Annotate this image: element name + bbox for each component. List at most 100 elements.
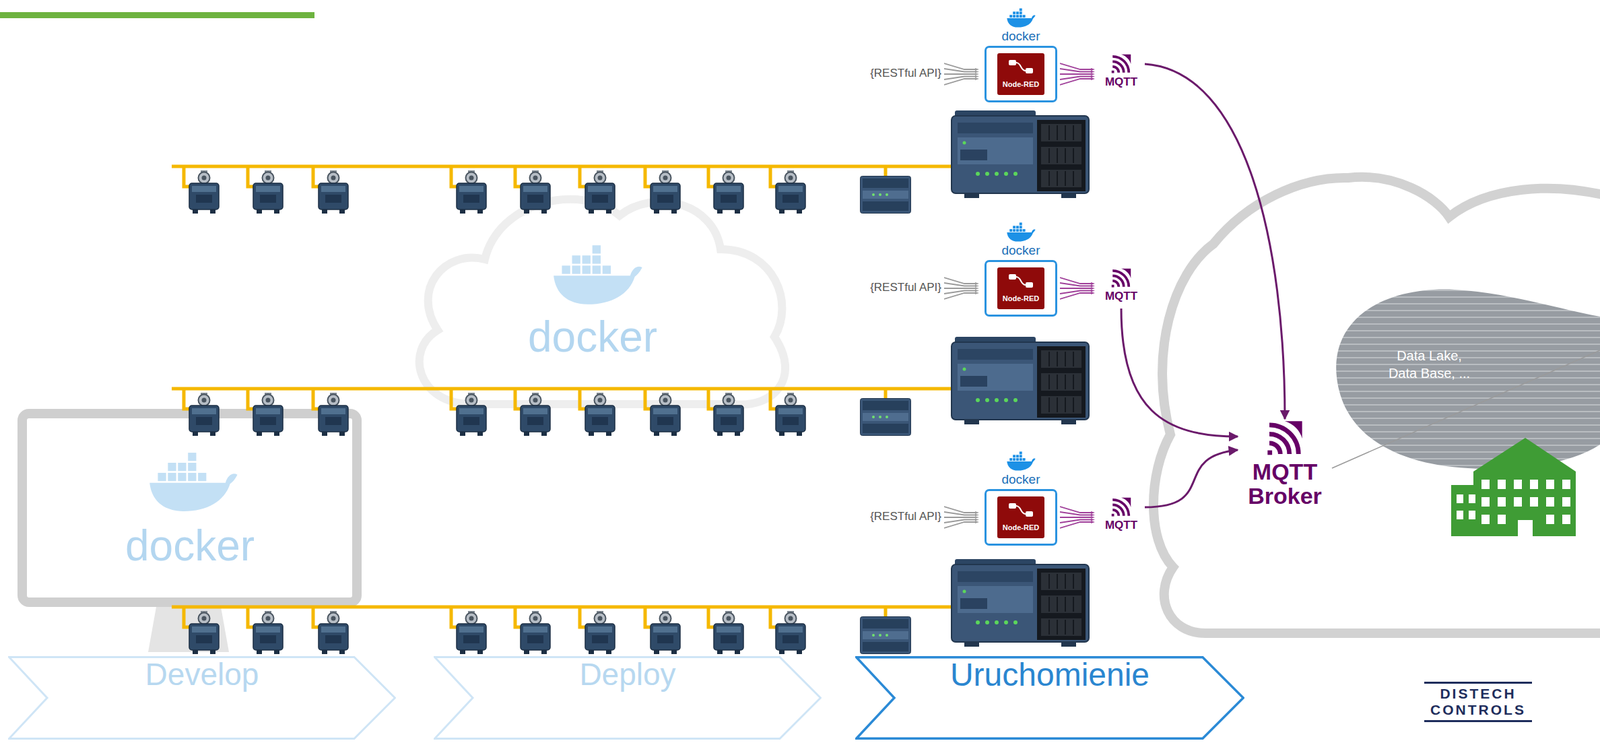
vav-controllers: [318, 610, 349, 654]
building-icon: [1513, 479, 1522, 489]
vav-controllers: [650, 170, 681, 214]
watermark-text: docker: [68, 519, 312, 572]
building-icon: [1481, 514, 1490, 524]
vav-controllers: [189, 610, 219, 654]
docker-whale-icon: [1006, 222, 1036, 242]
data-lake-label: Data Lake, Data Base, ...: [1387, 346, 1472, 382]
building-icon: [1562, 479, 1571, 489]
docker-container: dockerNode-RED: [984, 5, 1058, 103]
stage-chevron: Deploy: [433, 655, 822, 740]
monitor-watermark: [22, 413, 357, 652]
docker-whale-icon: [1006, 221, 1036, 243]
mqtt-icon: [1111, 53, 1132, 75]
node-red-label: Node-RED: [1002, 293, 1040, 304]
node-red-label: Node-RED: [1002, 522, 1040, 532]
building-icon: [1497, 496, 1506, 507]
watermark-text: docker: [471, 311, 714, 363]
container-heading: docker: [1001, 243, 1040, 258]
building-icon: [1481, 496, 1490, 507]
node-red-flow-icon: [1016, 276, 1026, 285]
building-icon: [1517, 519, 1533, 537]
logo-text: DISTECH CONTROLS: [1424, 681, 1532, 722]
node-red-flow-icon: [1016, 505, 1026, 514]
main-controllers: [951, 110, 1089, 198]
vav-controllers: [318, 392, 349, 436]
node-red-flow-icon: [1008, 503, 1017, 509]
vav-controllers: [585, 392, 615, 436]
field-bus: [171, 388, 951, 409]
field-bus: [171, 606, 951, 627]
node-red-flow-icon: [1025, 68, 1033, 74]
node-red-box: Node-RED: [997, 267, 1045, 310]
vav-controllers: [318, 170, 349, 214]
building-icon: [1562, 514, 1571, 524]
building-icon: [1456, 479, 1571, 537]
docker-cloud-watermark: [419, 199, 786, 405]
cloud-outline: [1153, 177, 1600, 633]
mqtt-label: MQTT: [1105, 289, 1138, 304]
mqtt-icon: [1111, 54, 1132, 74]
vav-controllers: [713, 170, 744, 214]
stage-label: Deploy: [579, 655, 676, 740]
docker-whale-icon: [1006, 8, 1036, 27]
building-icon: [1546, 514, 1555, 524]
mqtt-label: MQTT: [1105, 518, 1138, 532]
node-red-box: Node-RED: [997, 496, 1045, 539]
vav-controllers: [189, 170, 806, 654]
vav-controllers: [520, 170, 551, 214]
mqtt-client: MQTT: [1097, 496, 1145, 538]
node-red-flow-icon: [1025, 511, 1033, 517]
building-icon: [1456, 494, 1464, 504]
main-controllers: [951, 336, 1089, 425]
stage-chevron: Uruchomienie: [855, 655, 1245, 740]
stage-label: Uruchomienie: [950, 655, 1150, 740]
accent-bar: [0, 12, 315, 19]
monitor-watermark: [149, 452, 238, 512]
mqtt-icon: [1111, 496, 1132, 518]
api-label: {RESTful API}: [841, 66, 942, 81]
mqtt-broker-icon: [1267, 420, 1302, 455]
vav-controllers: [775, 170, 806, 214]
broker-label: MQTT Broker: [1237, 459, 1332, 508]
building-icon: [1529, 496, 1539, 507]
node-red-flow-icon: [1008, 274, 1017, 280]
docker-container: dockerNode-RED: [984, 448, 1058, 546]
node-red-flow-icon: [1007, 501, 1035, 518]
mqtt-client: MQTT: [1097, 53, 1145, 95]
building-icon: [1451, 484, 1482, 537]
mqtt-broker-icon: [1266, 420, 1304, 457]
rest-fan-arrows: [944, 277, 980, 299]
mqtt-fan-arrows: [1059, 63, 1095, 85]
vav-controllers: [456, 170, 487, 214]
io-modules: [860, 176, 912, 214]
vav-controllers: [650, 610, 681, 654]
mqtt-icon: [1111, 497, 1132, 517]
mqtt-connector: [1144, 63, 1285, 419]
docker-whale-icon: [1006, 7, 1036, 29]
vav-controllers: [253, 610, 283, 654]
vav-controllers: [713, 610, 744, 654]
building-icon: [1562, 496, 1571, 507]
building-icon: [1473, 437, 1576, 537]
vav-controllers: [456, 610, 487, 654]
node-red-label: Node-RED: [1002, 79, 1040, 89]
node-red-flow-icon: [1025, 282, 1033, 288]
mqtt-fan-arrows: [1059, 63, 1095, 528]
building-icon: [1546, 479, 1555, 489]
building-icon: [1468, 494, 1476, 504]
io-modules: [860, 616, 912, 654]
vav-controllers: [189, 392, 219, 436]
vav-controllers: [775, 610, 806, 654]
vav-controllers: [520, 392, 551, 436]
container-heading: docker: [1001, 28, 1040, 44]
building-icon: [1513, 496, 1522, 507]
docker-cloud-watermark: [553, 245, 643, 305]
monitor-watermark: [22, 413, 357, 603]
building-icon: [1481, 479, 1490, 489]
mqtt-icon: [1111, 268, 1132, 288]
io-modules: [860, 176, 912, 654]
node-red-flow-icon: [1008, 59, 1017, 66]
io-modules: [860, 398, 912, 436]
